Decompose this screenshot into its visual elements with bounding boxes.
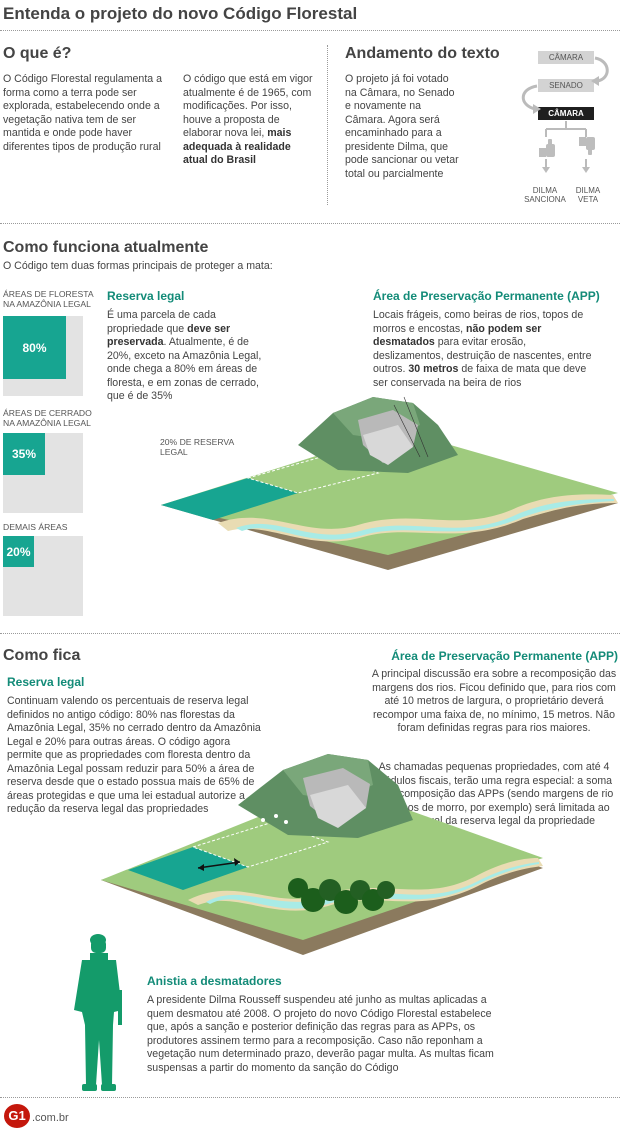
bar-label-demais: DEMAIS ÁREAS (3, 522, 68, 532)
g1-logo: G1 (4, 1104, 30, 1128)
dilma-veta-label: DILMA VETA (575, 186, 601, 204)
flow-camara-1: CÂMARA (538, 51, 594, 64)
reserva-legal-title: Reserva legal (107, 289, 185, 303)
divider (0, 1097, 620, 1098)
vertical-divider (327, 45, 328, 205)
dilma-sanciona-label: DILMA SANCIONA (524, 186, 566, 204)
fica-app-text2: As chamadas pequenas propriedades, com a… (374, 761, 614, 827)
bar-floresta: 80% (3, 316, 83, 396)
bar-floresta-fill: 80% (3, 316, 66, 379)
andamento-text: O projeto já foi votado na Câmara, no Se… (345, 73, 459, 180)
anistia-text: A presidente Dilma Rousseff suspendeu at… (147, 994, 494, 1074)
oque-col2: O código que está em vigor atualmente é … (183, 73, 313, 166)
bar-cerrado: 35% (3, 433, 83, 513)
soldier-icon (74, 934, 122, 1091)
divider (0, 633, 620, 634)
map-reserva-label: 20% DE RESERVA LEGAL (160, 437, 234, 457)
anistia-title: Anistia a desmatadores (147, 974, 282, 988)
atual-subtitle: O Código tem duas formas principais de p… (3, 260, 273, 272)
app-title: Área de Preservação Permanente (APP) (373, 289, 600, 303)
fica-reserva-text: Continuam valendo os percentuais de rese… (7, 695, 261, 815)
bar-label-floresta: ÁREAS DE FLORESTA NA AMAZÔNIA LEGAL (3, 289, 94, 309)
oque-heading: O que é? (3, 45, 72, 62)
fica-app-title: Área de Preservação Permanente (APP) (391, 649, 618, 663)
page-title: Entenda o projeto do novo Código Florest… (3, 4, 358, 23)
terrain-map-fica (101, 754, 543, 955)
divider (0, 223, 620, 224)
flow-camara-2: CÂMARA (538, 107, 594, 120)
footer-domain: .com.br (32, 1112, 69, 1124)
flow-arrows-icon (521, 56, 609, 173)
bar-demais: 20% (3, 536, 83, 616)
app-text: Locais frágeis, como beiras de rios, top… (373, 309, 592, 389)
bar-label-cerrado: ÁREAS DE CERRADO NA AMAZÔNIA LEGAL (3, 408, 92, 428)
fica-app-text1: A principal discussão era sobre a recomp… (371, 668, 617, 734)
bar-cerrado-fill: 35% (3, 433, 45, 475)
atual-heading: Como funciona atualmente (3, 239, 209, 256)
andamento-heading: Andamento do texto (345, 45, 500, 62)
flow-senado: SENADO (538, 79, 594, 92)
reserva-legal-text: É uma parcela de cada propriedade que de… (107, 309, 262, 402)
oque-col1: O Código Florestal regulamenta a forma c… (3, 73, 162, 153)
terrain-map-atual (161, 396, 618, 570)
divider (0, 30, 620, 31)
fica-heading: Como fica (3, 647, 81, 664)
fica-reserva-title: Reserva legal (7, 675, 85, 689)
bar-demais-fill: 20% (3, 536, 34, 567)
